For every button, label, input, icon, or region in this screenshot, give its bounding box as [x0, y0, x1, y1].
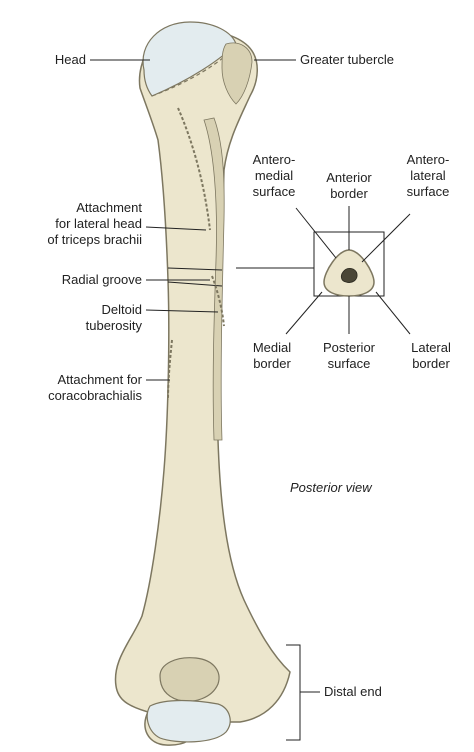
label-anterolateral-line3: surface — [406, 184, 450, 199]
bone-outline — [114, 29, 291, 746]
label-anterior-line1: Anterior — [326, 170, 372, 185]
label-anteromedial-surface: Antero- medial surface — [236, 152, 312, 200]
label-posterior-view: Posterior view — [290, 480, 372, 495]
radial-groove-line-upper — [167, 267, 223, 271]
label-anterolateral-surface: Antero- lateral surface — [392, 152, 464, 200]
label-medial-line1: Medial — [252, 340, 292, 355]
leader-triceps — [145, 226, 207, 231]
greater-tubercle-shape — [221, 42, 253, 105]
label-deltoid-tuberosity: Deltoid tuberosity — [8, 302, 142, 334]
label-coraco-line2: coracobrachialis — [48, 388, 142, 403]
distal-end-bracket — [286, 644, 301, 741]
label-medial-line2: border — [253, 356, 291, 371]
label-triceps-line2: for lateral head — [55, 216, 142, 231]
label-anteromedial-line1: Antero- — [252, 152, 296, 167]
leader-deltoid — [145, 309, 219, 313]
label-posterior-surface: Posterior surface — [314, 340, 384, 372]
leader-lines — [90, 59, 411, 741]
label-triceps-line3: of triceps brachii — [47, 232, 142, 247]
coracobrachialis-mark — [167, 339, 173, 401]
shaft-shade — [203, 117, 225, 441]
label-coraco-line1: Attachment for — [57, 372, 142, 387]
olecranon-fossa — [159, 657, 220, 702]
label-anterior-border: Anterior border — [314, 170, 384, 202]
label-anteromedial-line3: surface — [252, 184, 296, 199]
label-lateral-line2: border — [412, 356, 450, 371]
leader-anterolateral — [361, 213, 411, 263]
deltoid-tuberosity-mark — [211, 275, 225, 327]
label-distal-end: Distal end — [324, 684, 382, 699]
label-medial-border: Medial border — [242, 340, 302, 372]
label-greater-tubercle: Greater tubercle — [300, 52, 394, 67]
label-lateral-line1: Lateral — [411, 340, 451, 355]
triceps-attachment-ridge — [177, 107, 211, 231]
label-triceps-line1: Attachment — [76, 200, 142, 215]
label-anterior-line2: border — [330, 186, 368, 201]
label-coracobrachialis: Attachment for coracobrachialis — [8, 372, 142, 404]
label-anterolateral-line1: Antero- — [406, 152, 450, 167]
leader-anteromedial — [295, 207, 337, 259]
label-anteromedial-line2: medial — [254, 168, 294, 183]
label-radial-groove: Radial groove — [61, 272, 142, 287]
humerus-bone — [114, 21, 291, 746]
label-deltoid-line2: tuberosity — [85, 318, 142, 333]
leader-medial-border — [285, 291, 323, 335]
label-posterior-line1: Posterior — [322, 340, 376, 355]
label-triceps-attachment: Attachment for lateral head of triceps b… — [8, 200, 142, 248]
leader-lateral-border — [375, 291, 411, 335]
medullary-cavity — [340, 268, 358, 283]
label-head: Head — [54, 52, 86, 67]
label-anterolateral-line2: lateral — [410, 168, 446, 183]
label-lateral-border: Lateral border — [398, 340, 464, 372]
radial-groove-line-lower — [167, 281, 223, 287]
label-deltoid-line1: Deltoid — [101, 302, 142, 317]
label-posterior-line2: surface — [327, 356, 371, 371]
trochlea — [146, 699, 231, 743]
